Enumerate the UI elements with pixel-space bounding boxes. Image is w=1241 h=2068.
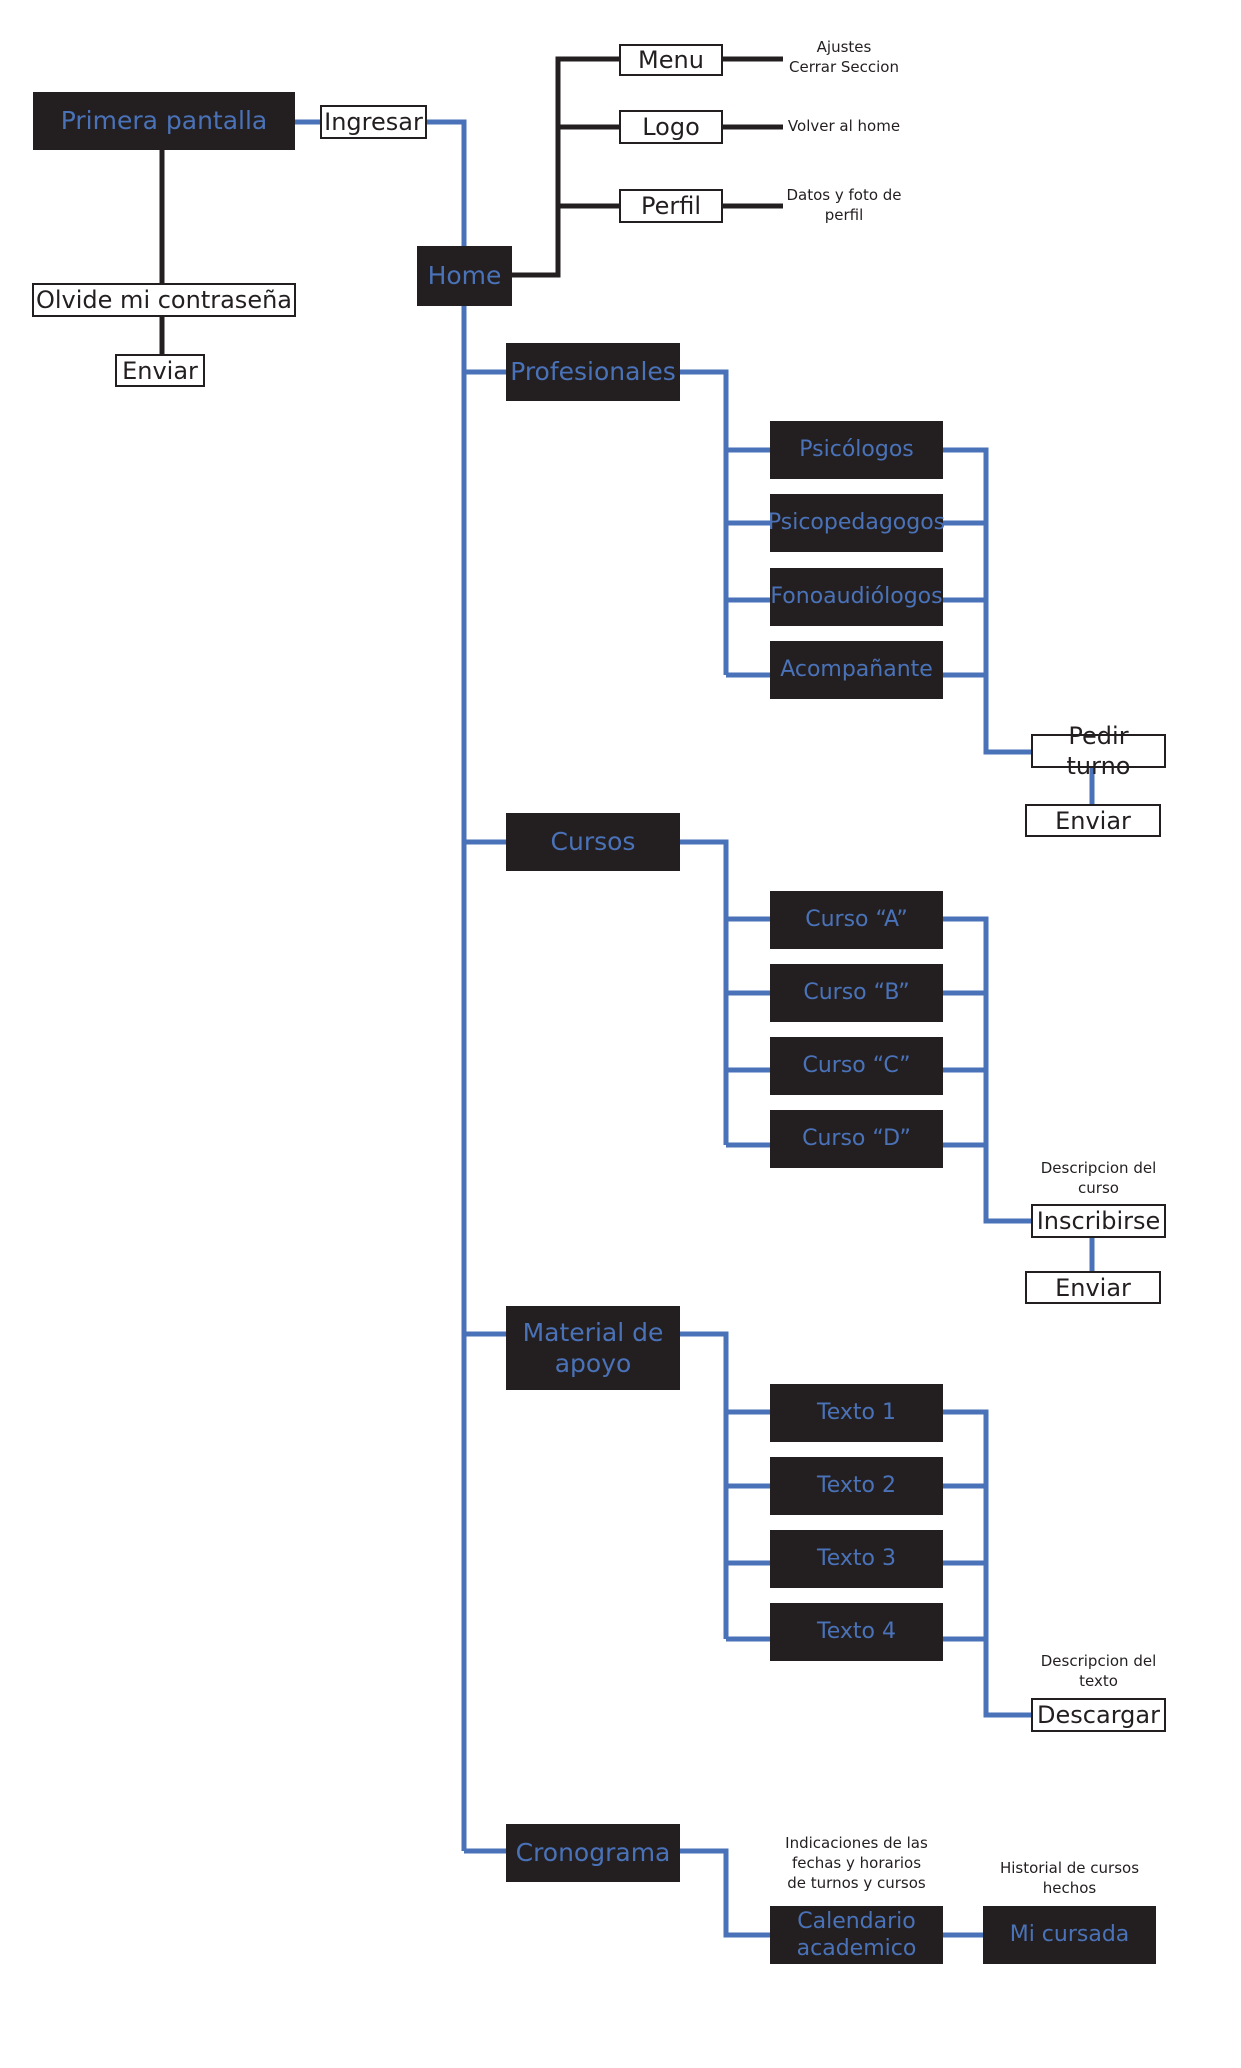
material-label-line-1: Material de (522, 1317, 664, 1347)
logo-box: Logo (619, 110, 723, 144)
home-label: Home (427, 261, 502, 291)
connector-ingresar-home (427, 119, 467, 246)
historial-note-line-2: hechos (1042, 1879, 1097, 1897)
menu-box: Menu (619, 44, 723, 76)
enviar-curso-box: Enviar (1025, 1271, 1161, 1304)
fonoaudiologos-box: Fonoaudiólogos (770, 568, 943, 626)
curso-a-box: Curso “A” (770, 891, 943, 949)
texto-4-label: Texto 4 (817, 1619, 896, 1645)
historial-note: Historial de cursos hechos (983, 1858, 1156, 1898)
pedir-turno-label: Pedir turno (1066, 722, 1131, 780)
primera-pantalla-box: Primera pantalla (33, 92, 295, 150)
texto-2-label: Texto 2 (817, 1473, 896, 1499)
texto-3-label: Texto 3 (817, 1546, 896, 1572)
perfil-note-line-2: perfil (824, 206, 864, 224)
enviar-turno-box: Enviar (1025, 804, 1161, 837)
calendario-label-line-1: Calendario (797, 1908, 916, 1934)
perfil-box: Perfil (619, 189, 723, 223)
logo-note: Volver al home (783, 116, 905, 136)
perfil-note: Datos y foto de perfil (783, 185, 905, 225)
connector-cronograma-calendario (680, 1848, 770, 1938)
texto-note-line-2: texto (1079, 1672, 1118, 1690)
logo-label: Logo (642, 113, 700, 141)
curso-c-label: Curso “C” (802, 1053, 911, 1079)
fonoaudiologos-label: Fonoaudiólogos (770, 584, 943, 610)
connector-material-bus (680, 1331, 729, 1639)
cronograma-label: Cronograma (515, 1838, 671, 1868)
curso-description-note: Descripcion del curso (1031, 1158, 1166, 1198)
olvide-contrasena-box: Olvide mi contraseña (32, 283, 296, 317)
calendario-label-line-2: academico (796, 1936, 917, 1961)
cursos-box: Cursos (506, 813, 680, 871)
texto-3-box: Texto 3 (770, 1530, 943, 1588)
texto-2-box: Texto 2 (770, 1457, 943, 1515)
cronograma-box: Cronograma (506, 1824, 680, 1882)
home-box: Home (417, 246, 512, 306)
pedir-turno-box: Pedir turno (1031, 722, 1166, 780)
logo-note-line-1: Volver al home (787, 117, 901, 135)
material-de-apoyo-box: Material de apoyo (506, 1306, 680, 1390)
mi-cursada-label: Mi cursada (1009, 1922, 1130, 1948)
material-label-line-2: apoyo (554, 1349, 632, 1378)
perfil-label: Perfil (640, 192, 702, 220)
historial-note-line-1: Historial de cursos (999, 1859, 1140, 1877)
curso-d-box: Curso “D” (770, 1110, 943, 1168)
connector-profesionales-bus (680, 369, 729, 675)
calendario-note-line-2: fechas y horarios (791, 1854, 922, 1872)
profesionales-box: Profesionales (506, 343, 680, 401)
descargar-box: Descargar (1031, 1698, 1166, 1732)
primera-pantalla-label: Primera pantalla (60, 106, 268, 136)
psicologos-box: Psicólogos (770, 421, 943, 479)
ingresar-label: Ingresar (324, 108, 423, 136)
enviar-turno-label: Enviar (1055, 806, 1131, 835)
calendario-note-line-3: de turnos y cursos (787, 1874, 926, 1892)
psicopedagogos-label: Psicopedagogos (767, 510, 946, 536)
perfil-note-line-1: Datos y foto de (786, 186, 902, 204)
mi-cursada-box: Mi cursada (983, 1906, 1156, 1964)
descargar-label: Descargar (1037, 1701, 1160, 1729)
psicopedagogos-box: Psicopedagogos (767, 494, 946, 552)
curso-d-label: Curso “D” (802, 1126, 911, 1152)
texto-description-note: Descripcion del texto (1031, 1651, 1166, 1691)
inscribirse-label: Inscribirse (1036, 1207, 1161, 1235)
curso-b-box: Curso “B” (770, 964, 943, 1022)
connector-cursos-bus (680, 839, 729, 1145)
menu-note-line-2: Cerrar Seccion (789, 58, 899, 76)
acompanante-box: Acompañante (770, 641, 943, 699)
texto-1-box: Texto 1 (770, 1384, 943, 1442)
calendario-note: Indicaciones de las fechas y horarios de… (770, 1833, 943, 1893)
curso-note-line-1: Descripcion del (1040, 1159, 1157, 1177)
curso-b-label: Curso “B” (803, 980, 910, 1006)
curso-c-box: Curso “C” (770, 1037, 943, 1095)
profesionales-label: Profesionales (510, 357, 676, 387)
calendario-academico-box: Calendario academico (770, 1906, 943, 1964)
cursos-label: Cursos (550, 827, 636, 857)
curso-note-line-2: curso (1078, 1179, 1119, 1197)
enviar-login-label: Enviar (122, 356, 198, 385)
enviar-login-box: Enviar (115, 354, 205, 387)
calendario-note-line-1: Indicaciones de las (785, 1834, 928, 1852)
texto-note-line-1: Descripcion del (1040, 1652, 1157, 1670)
menu-note: Ajustes Cerrar Seccion (783, 37, 905, 77)
olvide-contrasena-label: Olvide mi contraseña (36, 286, 292, 314)
ingresar-box: Ingresar (320, 105, 427, 139)
menu-label: Menu (638, 46, 704, 74)
texto-4-box: Texto 4 (770, 1603, 943, 1661)
acompanante-label: Acompañante (780, 657, 933, 683)
texto-1-label: Texto 1 (817, 1400, 896, 1426)
connector-home-menu (512, 56, 619, 278)
psicologos-label: Psicólogos (799, 437, 914, 463)
enviar-curso-label: Enviar (1055, 1273, 1131, 1302)
curso-a-label: Curso “A” (805, 907, 908, 933)
inscribirse-box: Inscribirse (1031, 1204, 1166, 1238)
menu-note-line-1: Ajustes (816, 38, 872, 56)
